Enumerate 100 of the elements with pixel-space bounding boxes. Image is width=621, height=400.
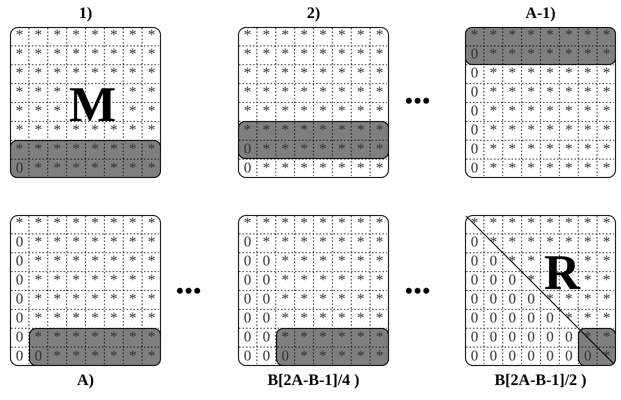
matrix-entry: 0 [470,142,478,158]
matrix-entry: * [110,142,118,158]
matrix-entry: * [565,104,573,120]
matrix-entry: * [148,28,156,44]
matrix-entry: 0 [244,311,252,326]
matrix-entry: * [91,123,99,138]
matrix-entry: 0 [584,349,592,364]
matrix-entry: * [490,123,498,138]
matrix-entry: * [34,86,42,101]
matrix-entry: * [376,311,384,326]
matrix-entry: 0 [262,311,270,326]
matrix-entry: * [53,292,61,308]
matrix-entry: 0 [244,330,252,346]
matrix-entry: * [72,349,80,364]
matrix-entry: 0 [490,349,498,364]
matrix-entry: * [602,311,610,326]
matrix-entry: * [356,236,364,251]
matrix-entry: * [148,274,156,289]
matrix-entry: * [356,311,364,326]
matrix-entry: * [565,311,573,326]
matrix-entry: * [508,236,516,251]
matrix-entry: * [490,216,498,232]
matrix-entry: * [584,142,592,158]
matrix-entry: * [148,142,156,158]
matrix-entry: 0 [34,349,42,364]
matrix-entry: * [527,48,535,63]
matrix-entry: * [128,142,136,158]
matrix-entry: * [508,161,516,176]
matrix-entry: * [527,236,535,251]
matrix-entry: * [91,274,99,289]
matrix-entry: * [148,48,156,63]
matrix-entry: * [319,66,327,82]
matrix-entry: * [565,292,573,308]
matrix-entry: * [72,274,80,289]
matrix-entry: * [508,142,516,158]
matrix-entry: * [602,292,610,308]
matrix-entry: * [72,330,80,346]
matrix-entry: * [527,123,535,138]
matrix-entry: * [16,123,24,138]
matrix-entry: * [356,142,364,158]
matrix-entry: * [376,236,384,251]
matrix-entry: * [34,311,42,326]
matrix-entry: * [338,28,346,44]
matrix-entry: * [148,311,156,326]
matrix-entry: * [53,236,61,251]
matrix-entry: * [281,28,289,44]
matrix-entry: * [602,254,610,270]
matrix-entry: * [72,236,80,251]
matrix-entry: * [300,349,308,364]
matrix-entry: * [148,216,156,232]
matrix-entry: * [356,48,364,63]
matrix-entry: * [584,66,592,82]
matrix-entry: * [128,161,136,176]
matrix-entry: * [602,86,610,101]
panel-heading: 1) [78,6,92,22]
matrix-entry: * [281,86,289,101]
matrix-entry: 0 [565,349,573,364]
matrix-entry: * [53,216,61,232]
matrix-entry: * [470,28,478,44]
matrix-entry: 0 [244,254,252,270]
ellipsis: ••• [405,280,432,302]
matrix-entry: * [527,142,535,158]
matrix-entry: * [319,48,327,63]
matrix-entry: * [338,311,346,326]
matrix-entry: 0 [16,236,24,251]
matrix-entry: 0 [527,292,535,308]
matrix-entry: * [110,311,118,326]
matrix-entry: * [319,330,327,346]
matrix-entry: * [53,311,61,326]
matrix-entry: * [565,48,573,63]
matrix-entry: * [128,254,136,270]
matrix-entry: 0 [244,161,252,176]
matrix-entry: * [338,349,346,364]
matrix-entry: * [546,28,554,44]
matrix-entry: 0 [244,236,252,251]
matrix-entry: * [53,48,61,63]
matrix-entry: 0 [16,292,24,308]
matrix-entry: * [602,274,610,289]
matrix-entry: * [300,104,308,120]
matrix-entry: * [72,292,80,308]
matrix-entry: 0 [508,292,516,308]
matrix-entry: 0 [470,66,478,82]
matrix-entry: * [319,86,327,101]
matrix-entry: 0 [490,311,498,326]
matrix-entry: * [338,216,346,232]
matrix-entry: 0 [490,254,498,270]
matrix-entry: 0 [527,349,535,364]
matrix-entry: 0 [470,292,478,308]
matrix-entry: * [34,216,42,232]
matrix-entry: 0 [16,330,24,346]
matrix-entry: * [34,161,42,176]
matrix-entry: * [527,216,535,232]
matrix-entry: * [527,104,535,120]
matrix-entry: * [262,104,270,120]
matrix-entry: * [300,66,308,82]
matrix-entry: * [356,292,364,308]
matrix-entry: * [281,236,289,251]
matrix-entry: * [584,86,592,101]
matrix-entry: * [376,274,384,289]
matrix-entry: * [91,48,99,63]
